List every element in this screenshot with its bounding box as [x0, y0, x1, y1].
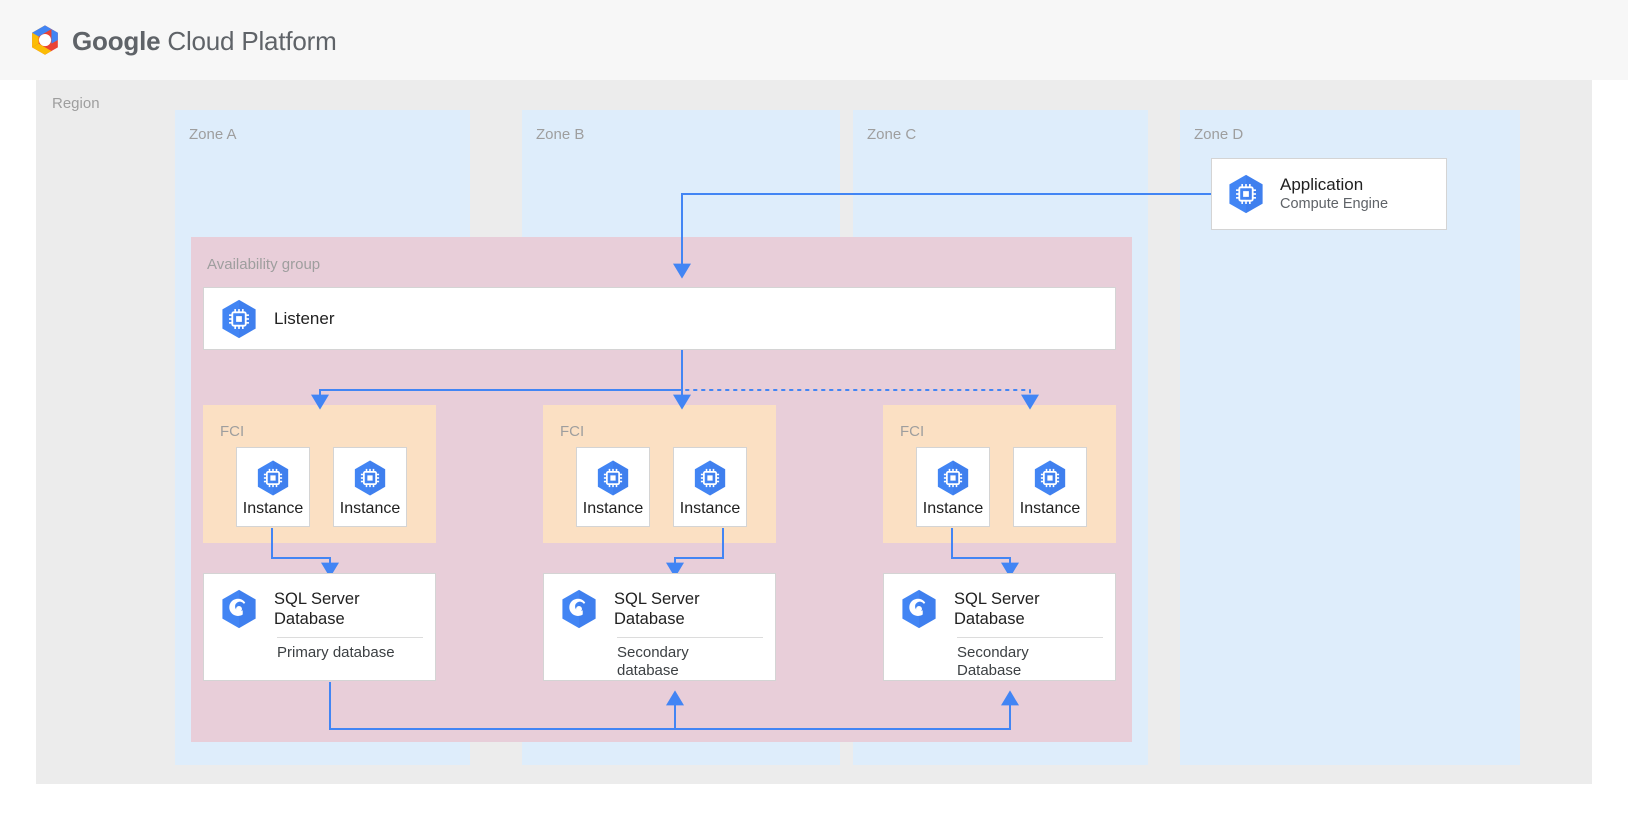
instance-label: Instance — [339, 499, 401, 517]
sql-server-database-icon — [222, 589, 256, 629]
page-header: Google Cloud Platform — [0, 0, 1628, 80]
region-label: Region — [52, 95, 100, 112]
sql-database-card-2[interactable]: SQL Server Database Secondary database — [543, 573, 776, 681]
sql-role-line1: Secondary — [617, 644, 689, 661]
sql-database-title-1: SQL Server Database — [274, 586, 360, 629]
compute-engine-icon — [937, 460, 969, 495]
listener-card[interactable]: Listener — [203, 287, 1116, 350]
google-cloud-platform-logo — [26, 22, 64, 60]
sql-database-role-2: Secondary database — [617, 644, 689, 681]
application-card[interactable]: Application Compute Engine — [1211, 158, 1447, 230]
fci-1-label: FCI — [220, 423, 245, 440]
instance-card-3a[interactable]: Instance — [916, 447, 990, 527]
compute-engine-icon — [597, 460, 629, 495]
sql-role-line1: Primary database — [277, 644, 395, 661]
instance-label: Instance — [582, 499, 644, 517]
sql-database-role-1: Primary database — [277, 644, 395, 662]
instance-card-2a[interactable]: Instance — [576, 447, 650, 527]
sql-role-line1: Secondary — [957, 644, 1029, 661]
instance-label: Instance — [922, 499, 984, 517]
sql-server-database-icon — [562, 589, 596, 629]
sql-database-card-1[interactable]: SQL Server Database Primary database — [203, 573, 436, 681]
compute-engine-icon — [1034, 460, 1066, 495]
application-title: Application — [1280, 174, 1364, 194]
instance-card-2b[interactable]: Instance — [673, 447, 747, 527]
zone-c-label: Zone C — [867, 126, 917, 143]
zone-b-label: Zone B — [536, 126, 585, 143]
brand-name-bold: Google — [72, 26, 161, 56]
sql-role-line2: Database — [957, 662, 1022, 680]
listener-title: Listener — [274, 308, 335, 328]
zone-d-label: Zone D — [1194, 126, 1244, 143]
compute-engine-icon — [204, 296, 274, 342]
sql-title-line1: SQL Server — [954, 590, 1040, 608]
compute-engine-icon — [694, 460, 726, 495]
page-title: Google Cloud Platform — [72, 26, 337, 57]
fci-2-label: FCI — [560, 423, 585, 440]
compute-engine-icon — [257, 460, 289, 495]
sql-database-card-3[interactable]: SQL Server Database Secondary Database — [883, 573, 1116, 681]
sql-role-line2: database — [617, 662, 679, 680]
zone-a-label: Zone A — [189, 126, 237, 143]
divider — [617, 637, 763, 638]
sql-database-role-3: Secondary Database — [957, 644, 1029, 681]
brand-name-rest: Cloud Platform — [160, 26, 337, 56]
instance-label: Instance — [242, 499, 304, 517]
sql-database-title-3: SQL Server Database — [954, 586, 1040, 629]
application-subtitle: Compute Engine — [1280, 196, 1389, 213]
instance-label: Instance — [1019, 499, 1081, 517]
sql-title-line1: SQL Server — [614, 590, 700, 608]
compute-engine-icon — [1212, 171, 1280, 217]
availability-group-label: Availability group — [207, 256, 321, 273]
sql-title-line1: SQL Server — [274, 590, 360, 608]
instance-label: Instance — [679, 499, 741, 517]
divider — [957, 637, 1103, 638]
sql-title-line2: Database — [954, 610, 1025, 629]
instance-card-1a[interactable]: Instance — [236, 447, 310, 527]
instance-card-3b[interactable]: Instance — [1013, 447, 1087, 527]
sql-server-database-icon — [902, 589, 936, 629]
divider — [277, 637, 423, 638]
sql-database-title-2: SQL Server Database — [614, 586, 700, 629]
instance-card-1b[interactable]: Instance — [333, 447, 407, 527]
compute-engine-icon — [354, 460, 386, 495]
sql-title-line2: Database — [614, 610, 685, 629]
fci-3-label: FCI — [900, 423, 925, 440]
sql-title-line2: Database — [274, 610, 345, 629]
